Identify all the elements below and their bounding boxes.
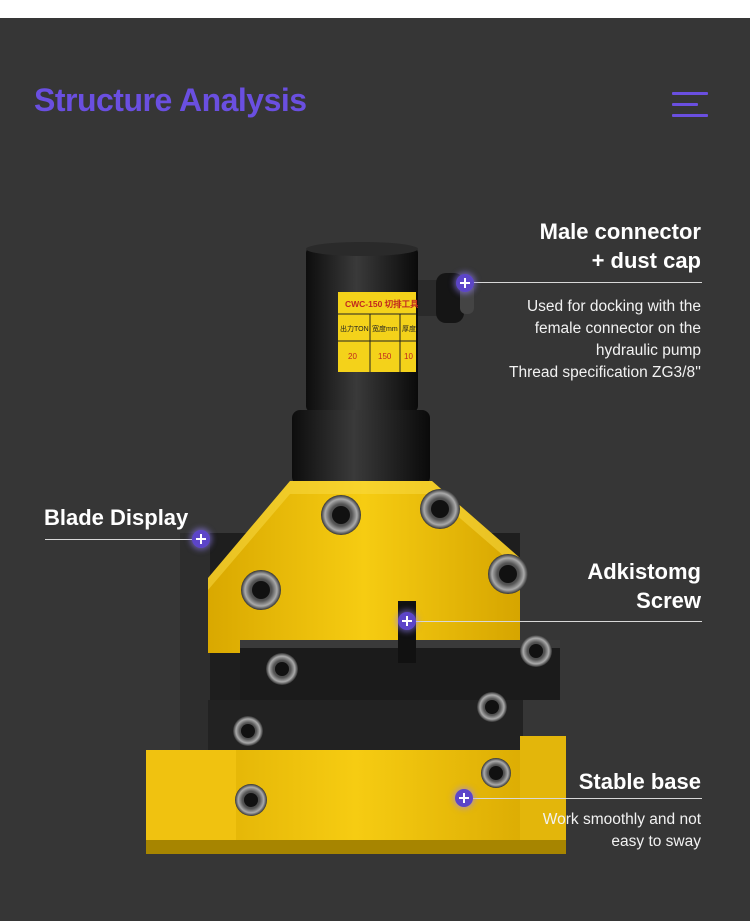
callout-title-line: Adkistomg (587, 559, 701, 584)
callout-stable-base-desc: Work smoothly and not easy to sway (500, 809, 701, 853)
callout-title-line: Male connector (539, 219, 701, 244)
hotspot-plus-icon[interactable] (455, 789, 473, 807)
callout-desc-line: Used for docking with the (526, 298, 701, 315)
menu-icon[interactable] (672, 92, 708, 118)
callout-desc-line: female connector on the (534, 320, 701, 337)
label-val-1: 20 (348, 352, 357, 361)
product-page: Structure Analysis CWC-150 切排工具 (0, 18, 750, 921)
callout-desc-line: Work smoothly and not (542, 811, 701, 828)
label-col-3: 厚度 (402, 324, 416, 333)
model-label: CWC-150 切排工具 (345, 299, 419, 309)
hotspot-plus-icon[interactable] (192, 530, 210, 548)
callout-desc-line: easy to sway (611, 833, 701, 850)
hotspot-plus-icon[interactable] (456, 274, 474, 292)
callout-divider (472, 282, 702, 283)
callout-male-connector: Male connector + dust cap (470, 217, 701, 275)
callout-male-connector-desc: Used for docking with the female connect… (470, 296, 701, 384)
label-col-2: 宽度mm (372, 324, 398, 333)
callout-title-line: Stable base (578, 769, 701, 794)
callout-desc-line: hydraulic pump (595, 342, 701, 359)
callout-stable-base: Stable base (520, 767, 701, 796)
callout-divider (410, 621, 702, 622)
callout-title-line: + dust cap (591, 248, 701, 273)
label-col-1: 出力TON (340, 324, 369, 333)
callout-divider (45, 539, 203, 540)
label-val-2: 150 (378, 352, 392, 361)
page-title: Structure Analysis (34, 82, 307, 118)
callout-adjusting-screw: Adkistomg Screw (520, 557, 701, 615)
callout-blade-display: Blade Display (44, 503, 188, 532)
hotspot-plus-icon[interactable] (398, 612, 416, 630)
label-val-3: 10 (404, 352, 413, 361)
hydraulic-busbar-cutter-illustration: CWC-150 切排工具 出力TON 宽度mm 厚度 20 150 10 (146, 242, 566, 854)
callout-desc-line: Thread specification ZG3/8'' (508, 364, 701, 381)
callout-divider (468, 798, 702, 799)
callout-title-line: Screw (636, 588, 701, 613)
callout-title-line: Blade Display (44, 505, 189, 530)
